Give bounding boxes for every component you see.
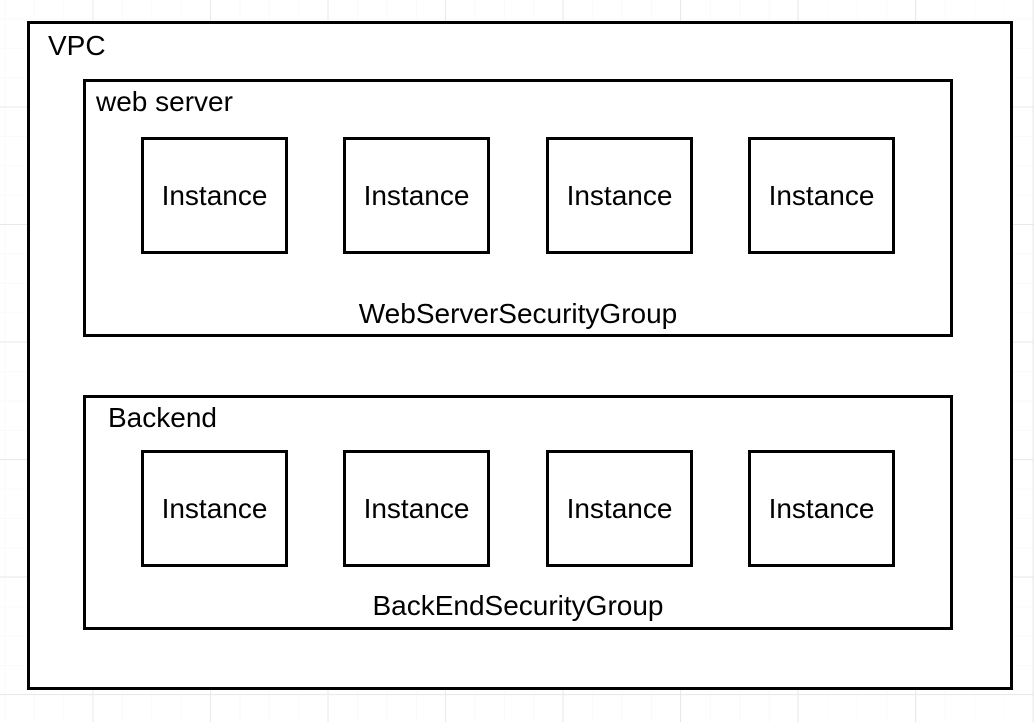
- instance-label: Instance: [363, 492, 470, 524]
- instance-label: Instance: [768, 179, 875, 211]
- vpc-label: VPC: [48, 30, 106, 61]
- instance-label: Instance: [768, 492, 875, 524]
- instance-label: Instance: [161, 492, 268, 524]
- instance-label: Instance: [161, 179, 268, 211]
- instance-box[interactable]: Instance: [546, 137, 693, 254]
- instance-box[interactable]: Instance: [748, 137, 895, 254]
- instance-label: Instance: [566, 492, 673, 524]
- backend-group-label: Backend: [108, 402, 217, 433]
- instance-box[interactable]: Instance: [141, 450, 288, 567]
- web-server-security-group-label: WebServerSecurityGroup: [358, 298, 678, 329]
- instance-box[interactable]: Instance: [748, 450, 895, 567]
- web-server-group-label: web server: [96, 86, 233, 117]
- backend-security-group-label: BackEndSecurityGroup: [372, 590, 664, 621]
- instance-box[interactable]: Instance: [343, 450, 490, 567]
- instance-label: Instance: [363, 179, 470, 211]
- instance-label: Instance: [566, 179, 673, 211]
- instance-box[interactable]: Instance: [546, 450, 693, 567]
- instance-box[interactable]: Instance: [141, 137, 288, 254]
- instance-box[interactable]: Instance: [343, 137, 490, 254]
